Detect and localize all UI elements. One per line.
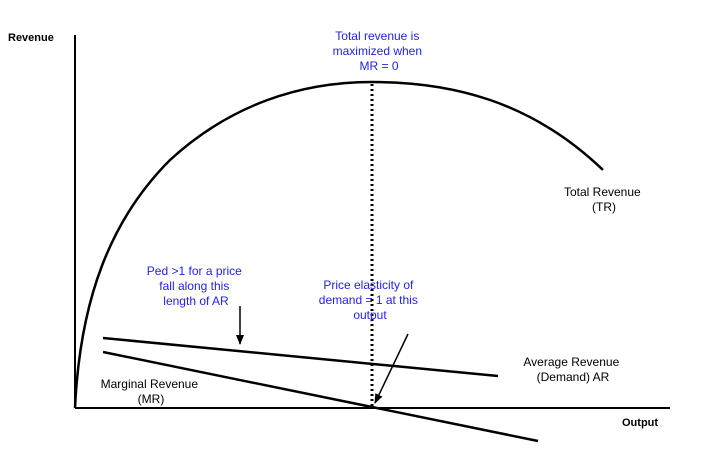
x-axis-label: Output xyxy=(622,417,658,429)
unit-elastic-note: Price elasticity of demand = 1 at this o… xyxy=(319,278,421,322)
total-revenue-label: Total Revenue (TR) xyxy=(564,185,644,214)
max-revenue-note: Total revenue is maximized when MR = 0 xyxy=(333,29,426,73)
average-revenue-label: Average Revenue (Demand) AR xyxy=(523,355,622,384)
elastic-range-note: Ped >1 for a price fall along this lengt… xyxy=(147,264,245,308)
total-revenue-curve xyxy=(73,80,604,409)
average-revenue-line xyxy=(102,336,499,378)
unit-elastic-arrow xyxy=(374,333,409,404)
marginal-revenue-line xyxy=(102,350,539,443)
marginal-revenue-label: Marginal Revenue (MR) xyxy=(101,377,202,406)
y-axis-label: Revenue xyxy=(8,32,54,44)
